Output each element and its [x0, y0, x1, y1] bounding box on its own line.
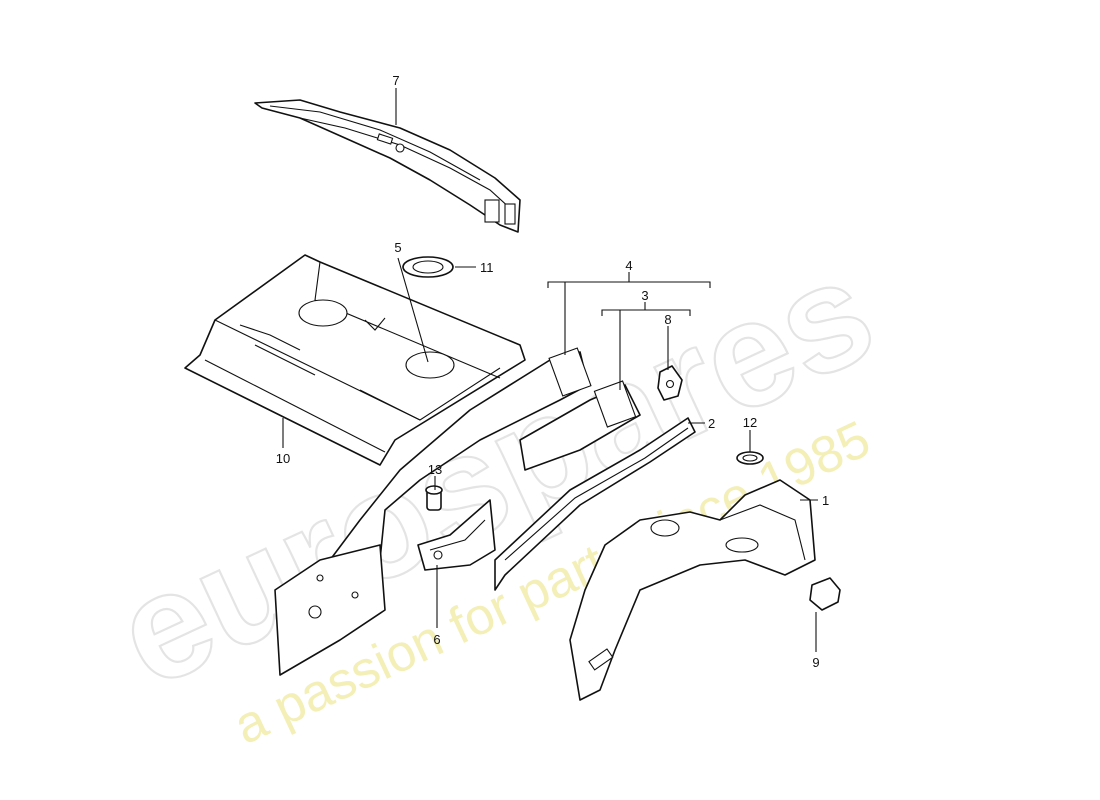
part-11-grommet [402, 256, 454, 278]
part-13-bolt [425, 485, 443, 511]
callout-labels: 7 5 11 4 3 8 2 12 1 10 13 6 9 [276, 73, 829, 670]
callout-12: 12 [743, 415, 757, 430]
part-6-bracket [417, 499, 496, 571]
callout-5: 5 [394, 240, 401, 255]
part-2-sill-extension [494, 417, 696, 591]
part-3-reinforcement [519, 380, 641, 471]
callout-7: 7 [392, 73, 399, 88]
callout-1: 1 [822, 493, 829, 508]
callout-9: 9 [812, 655, 819, 670]
part-9-clip [809, 577, 841, 611]
callout-4: 4 [625, 258, 632, 273]
part-5-floor-pan [184, 254, 526, 466]
callout-11: 11 [480, 260, 494, 275]
leader-lines [282, 88, 818, 652]
callout-6: 6 [433, 632, 440, 647]
callout-10: 10 [276, 451, 290, 466]
callout-13: 13 [428, 462, 442, 477]
part-8-plate [657, 365, 683, 401]
side-inner-panel [274, 544, 386, 676]
part-1-wheel-house [569, 479, 816, 701]
callout-8: 8 [664, 312, 671, 327]
part-7-rear-cross-panel [254, 99, 521, 233]
callout-3: 3 [641, 288, 648, 303]
part-12-grommet [736, 451, 764, 465]
callout-2: 2 [708, 416, 715, 431]
